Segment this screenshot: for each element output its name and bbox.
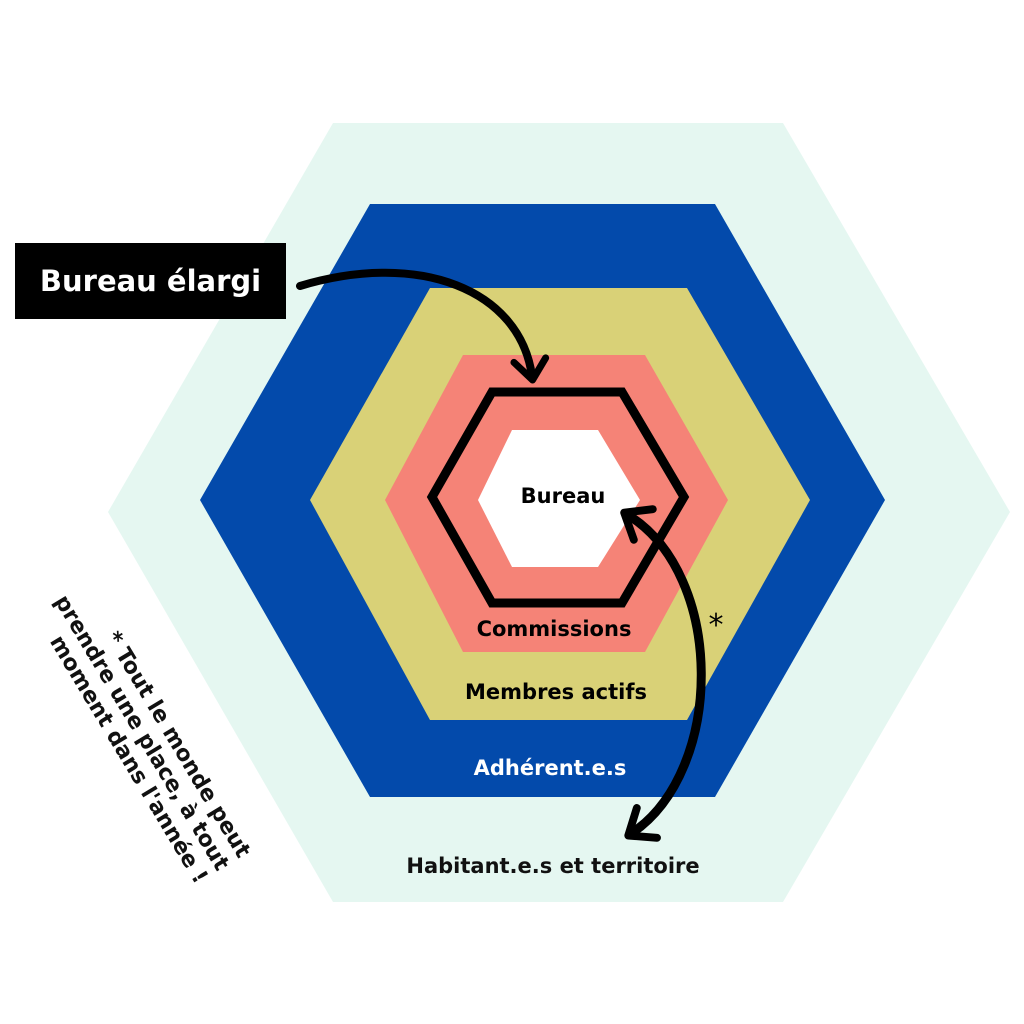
label-commissions: Commissions [476, 617, 632, 641]
asterisk-marker: * [708, 608, 724, 643]
hexagon-bureau [478, 430, 640, 567]
bureau-elargi-callout: Bureau élargi [15, 243, 286, 319]
label-habitants: Habitant.e.s et territoire [406, 854, 700, 878]
label-bureau: Bureau [520, 484, 606, 508]
callout-arrow [296, 268, 550, 384]
label-adherents: Adhérent.e.s [473, 756, 627, 780]
double-arrow [620, 505, 706, 842]
label-membres-actifs: Membres actifs [465, 680, 647, 704]
